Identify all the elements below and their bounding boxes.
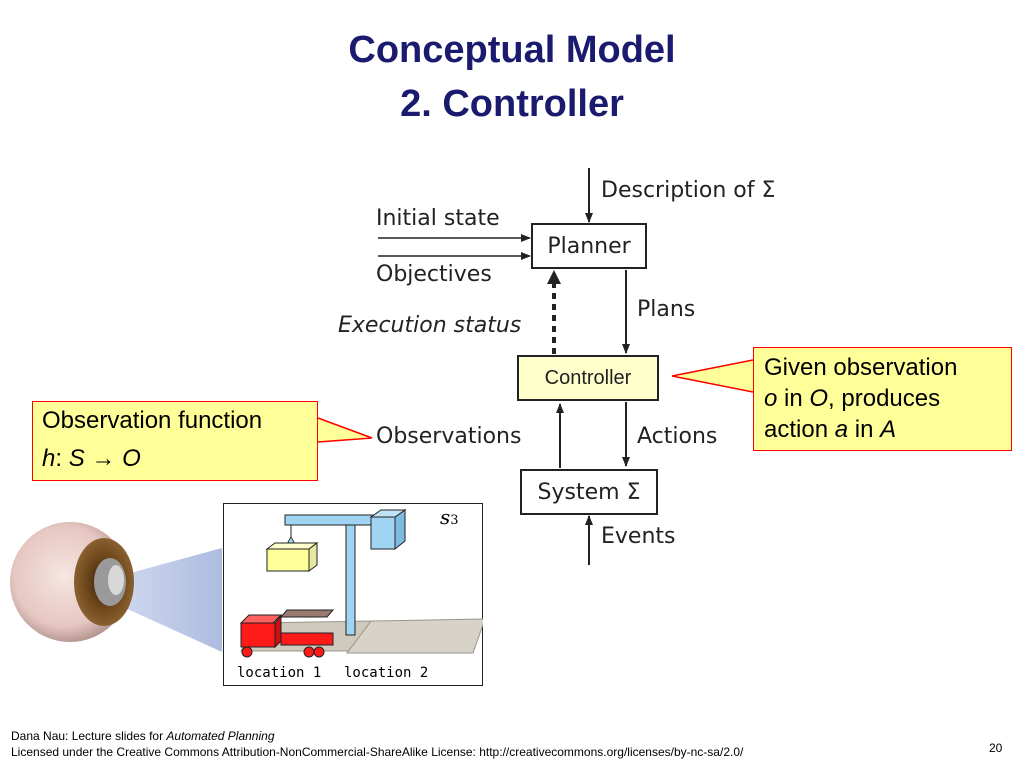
crane-pole bbox=[345, 524, 356, 636]
truck-bed bbox=[279, 609, 335, 618]
observation-callout-pointer bbox=[317, 417, 373, 443]
initial-state-label: Initial state bbox=[376, 206, 500, 231]
truck-chassis bbox=[280, 632, 334, 646]
actions-label: Actions bbox=[637, 424, 718, 449]
observations-label: Observations bbox=[376, 424, 522, 449]
observation-callout bbox=[32, 401, 318, 481]
execution-status-label: Execution status bbox=[338, 313, 522, 338]
state-scene-drawing bbox=[239, 509, 483, 658]
plans-label: Plans bbox=[637, 297, 696, 322]
truck-cab-top bbox=[239, 614, 283, 624]
title-line-2: 2. Controller bbox=[400, 83, 624, 125]
truck-wheel-front bbox=[241, 646, 253, 658]
location-2-floor bbox=[346, 618, 483, 654]
controller-callout bbox=[753, 347, 1012, 451]
observation-callout-line1: Observation function bbox=[42, 407, 263, 434]
controller-callout-line1: Given observation bbox=[764, 354, 958, 381]
location-2-label: location 2 bbox=[344, 665, 429, 681]
location-1-label: location 1 bbox=[237, 665, 322, 681]
state-symbol: s3 bbox=[440, 505, 459, 529]
truck-wheel-rear-2 bbox=[313, 646, 325, 658]
controller-callout-line2: o in O, produces bbox=[764, 385, 941, 412]
system-box: System Σ bbox=[520, 469, 658, 515]
description-label: Description of Σ bbox=[601, 178, 776, 203]
planner-box: Planner bbox=[531, 223, 647, 269]
title-line-1: Conceptual Model bbox=[348, 29, 676, 71]
controller-box: Controller bbox=[517, 355, 659, 401]
truck-cab-side bbox=[274, 614, 282, 649]
truck-cab bbox=[240, 622, 276, 648]
container bbox=[266, 548, 310, 572]
page-number: 20 bbox=[989, 741, 1003, 755]
crane-cabin bbox=[370, 516, 396, 550]
objectives-label: Objectives bbox=[376, 262, 492, 287]
crane-arm bbox=[284, 514, 374, 526]
footer-license: Licensed under the Creative Commons Attr… bbox=[11, 745, 744, 759]
arrow-execution-status-head bbox=[547, 270, 561, 284]
controller-callout-pointer bbox=[671, 359, 754, 393]
pupil-highlight bbox=[108, 565, 124, 595]
events-label: Events bbox=[601, 524, 676, 549]
controller-callout-line3: action a in A bbox=[764, 416, 897, 443]
eye-illustration bbox=[10, 522, 222, 652]
view-beam bbox=[112, 548, 222, 652]
footer-credit: Dana Nau: Lecture slides for Automated P… bbox=[11, 729, 275, 743]
observation-function-formula: h: S → O bbox=[42, 445, 141, 472]
truck-wheel-rear-1 bbox=[303, 646, 315, 658]
